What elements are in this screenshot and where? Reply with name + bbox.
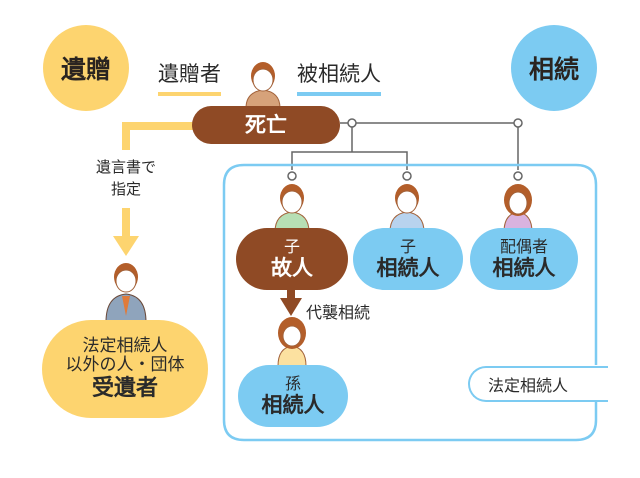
node-spouse bbox=[513, 171, 523, 181]
will-label-line2: 指定 bbox=[110, 179, 141, 198]
heir-status: 相続人 bbox=[492, 256, 556, 281]
death-bar: 死亡 bbox=[192, 106, 340, 144]
legal-heirs-frame bbox=[222, 163, 598, 442]
will-path-line bbox=[122, 122, 200, 150]
heir-status: 相続人 bbox=[261, 393, 325, 418]
substitution-arrow-shaft bbox=[287, 286, 295, 300]
person-legatee-icon bbox=[105, 263, 147, 323]
will-label-line1: 遺言書で bbox=[95, 158, 156, 176]
heir-status: 相続人 bbox=[376, 256, 440, 281]
heir-status: 故人 bbox=[271, 256, 313, 281]
will-arrow-shaft bbox=[122, 208, 130, 238]
person-child2-icon bbox=[389, 184, 425, 233]
decedent-label: 被相続人 bbox=[297, 58, 381, 96]
will-arrow-head bbox=[113, 236, 139, 256]
heir-role: 子 bbox=[399, 236, 416, 256]
heir-spouse: 配偶者 相続人 bbox=[470, 228, 578, 290]
tree-line-main bbox=[340, 122, 519, 170]
node-spouse-end bbox=[513, 118, 523, 128]
node-spouse-junction bbox=[347, 118, 357, 128]
substitution-label: 代襲相続 bbox=[306, 303, 371, 322]
node-child2 bbox=[402, 171, 412, 181]
person-decedent-icon bbox=[245, 62, 281, 109]
node-child1 bbox=[287, 171, 297, 181]
legatee-title: 受遺者 bbox=[91, 375, 158, 401]
heir-child: 子 相続人 bbox=[353, 228, 463, 290]
testator-label: 遺贈者 bbox=[158, 58, 221, 96]
heir-grandchild: 孫 相続人 bbox=[238, 365, 348, 427]
heir-role: 配偶者 bbox=[499, 236, 548, 256]
legatee-line2: 以外の人・団体 bbox=[65, 355, 185, 376]
legatee-pill: 法定相続人 以外の人・団体 受遺者 bbox=[42, 320, 208, 418]
inheritance-circle: 相続 bbox=[511, 25, 597, 111]
substitution-arrow-head bbox=[280, 298, 302, 316]
person-grandchild-icon bbox=[277, 317, 307, 367]
will-label: 遺言書で 指定 bbox=[80, 157, 172, 201]
heir-child-deceased: 子 故人 bbox=[236, 228, 348, 290]
person-child1-icon bbox=[274, 184, 310, 233]
heir-role: 子 bbox=[283, 236, 300, 256]
person-spouse-icon bbox=[503, 184, 533, 233]
legal-heirs-tag: 法定相続人 bbox=[468, 366, 608, 402]
heir-role: 孫 bbox=[284, 373, 301, 393]
bequest-circle: 遺贈 bbox=[43, 25, 129, 111]
legatee-line1: 法定相続人 bbox=[82, 335, 168, 356]
